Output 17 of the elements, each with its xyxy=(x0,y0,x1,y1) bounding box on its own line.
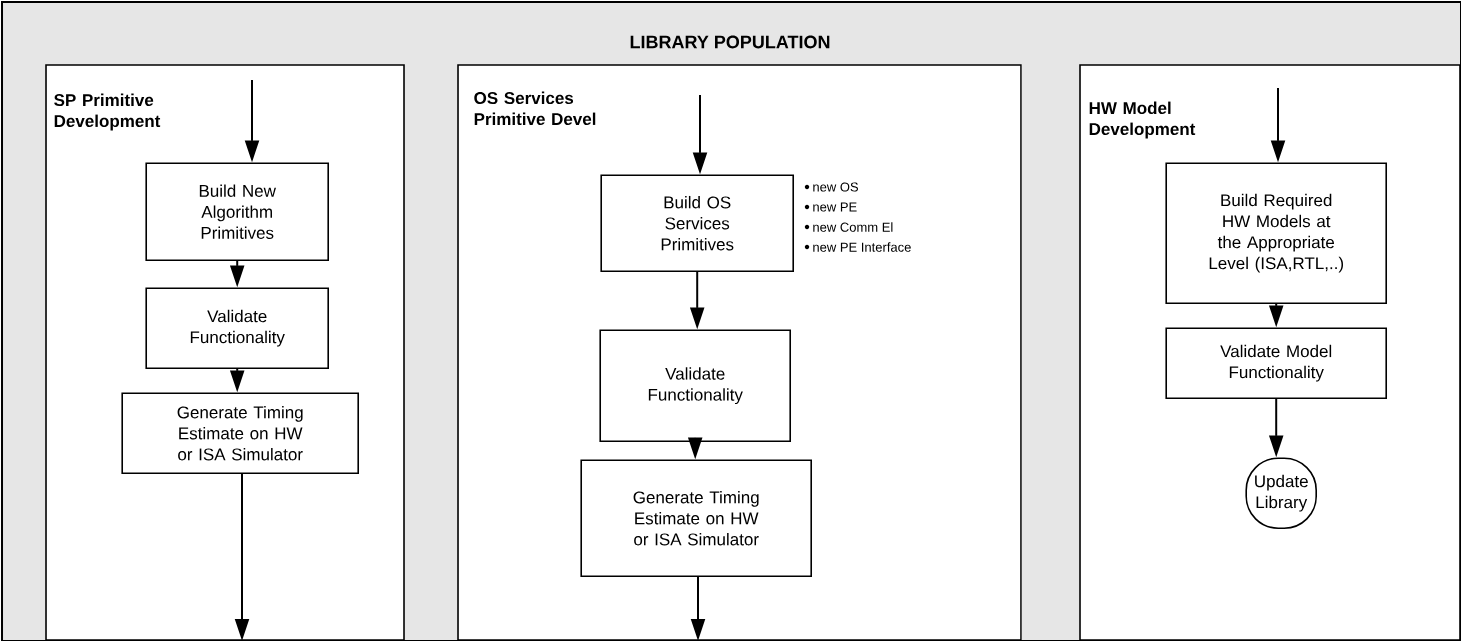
title: LIBRARY POPULATION xyxy=(630,35,830,49)
panel-heading: OS Services Primitive Devel xyxy=(474,91,596,126)
process-box: Validate Functionality xyxy=(145,287,329,369)
process-box: Generate Timing Estimate on HW or ISA Simulator xyxy=(580,459,812,577)
panel-heading: SP Primitive Development xyxy=(54,93,161,131)
panel-heading: HW Model Development xyxy=(1089,101,1196,139)
bullet-item: new PE xyxy=(804,202,857,212)
terminal-box: Update Library xyxy=(1245,457,1317,529)
process-box: Build Required HW Models at the Appropriate Level (ISA,RTL,..) xyxy=(1165,162,1387,304)
process-box: Validate Model Functionality xyxy=(1165,327,1387,399)
process-box: Build OS Services Primitives xyxy=(600,174,794,272)
bullet-item: new PE Interface xyxy=(804,242,911,252)
process-box: Validate Functionality xyxy=(599,329,791,442)
process-box: Build New Algorithm Primitives xyxy=(145,162,329,261)
process-box: Generate Timing Estimate on HW or ISA Simulator xyxy=(121,392,359,474)
bullet-item: new OS xyxy=(804,182,859,192)
bullet-item: new Comm El xyxy=(804,222,893,232)
